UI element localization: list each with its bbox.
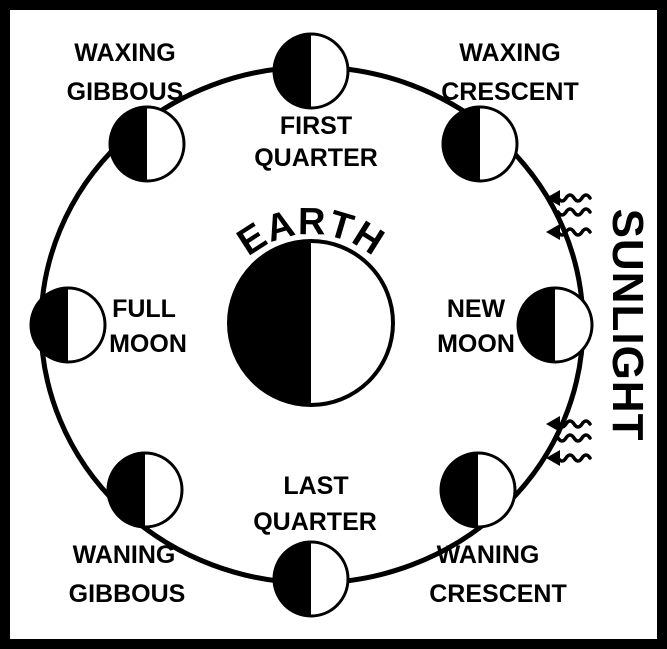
moon-waxing-crescent [443,107,517,181]
moon-waning-gibbous [108,453,182,527]
label-first-quarter-line1: FIRST [280,112,352,140]
label-full-moon-line2: MOON [109,330,187,358]
label-full-moon-line1: FULL [112,295,176,323]
label-last-quarter-line1: LAST [283,472,348,500]
label-waning-gibbous-line2: GIBBOUS [69,580,186,608]
sunlight-label: SUNLIGHT [603,209,652,442]
label-first-quarter-line2: QUARTER [254,144,378,172]
earth [229,241,393,405]
label-waxing-crescent-line2: CRESCENT [441,78,579,106]
label-waning-crescent-line2: CRESCENT [429,580,567,608]
moon-last-quarter [274,542,348,616]
moon-new [518,288,592,362]
moon-waning-crescent [441,453,515,527]
label-waxing-gibbous-line1: WAXING [74,39,175,67]
moon-first-quarter [274,34,348,108]
moon-waxing-gibbous [110,107,184,181]
label-new-moon-line1: NEW [447,295,506,323]
label-waning-gibbous-line1: WANING [73,541,176,569]
moon-full [31,288,105,362]
label-waxing-crescent-line1: WAXING [459,39,560,67]
label-waxing-gibbous-line2: GIBBOUS [67,78,184,106]
label-last-quarter-line2: QUARTER [253,508,377,536]
label-waning-crescent-line1: WANING [437,541,540,569]
label-new-moon-line2: MOON [437,330,515,358]
